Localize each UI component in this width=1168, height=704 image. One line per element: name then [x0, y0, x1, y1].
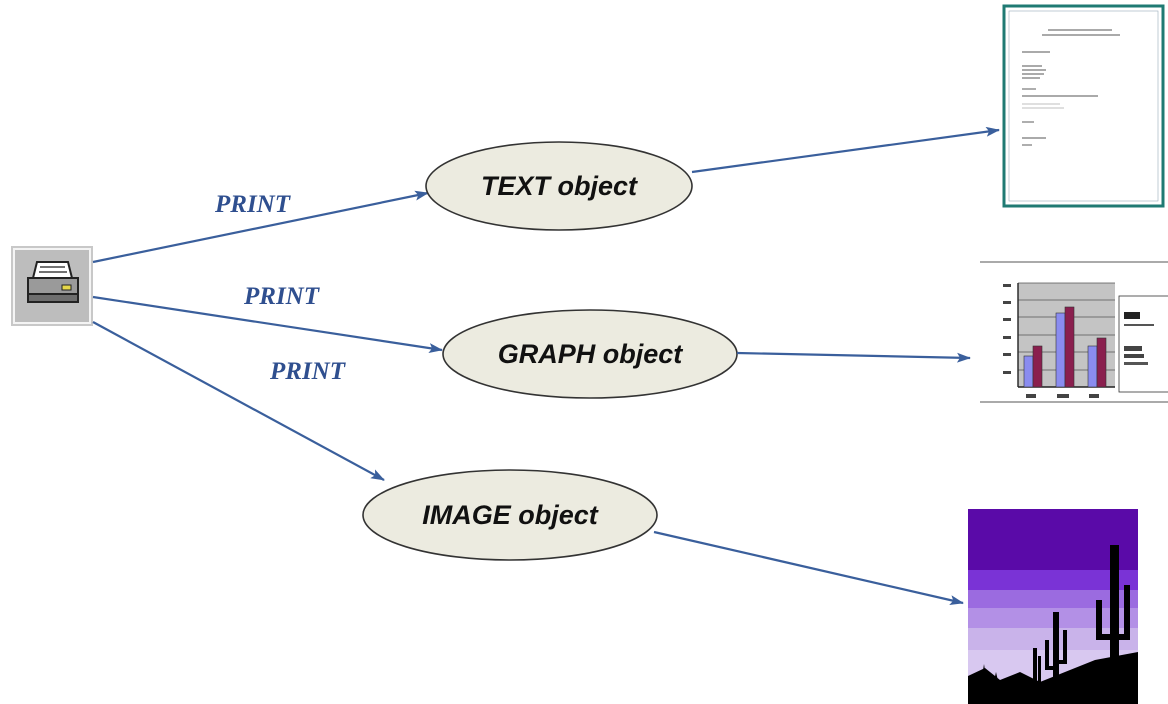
- printer-icon: [27, 261, 79, 303]
- text-object-ellipse: [425, 141, 693, 231]
- cactus-silhouette: [968, 545, 1138, 704]
- arrow-print-to-graph: [92, 295, 443, 353]
- chart-thumbnail: [980, 261, 1168, 403]
- image-object-label: IMAGE object: [422, 500, 599, 530]
- document-text-lines: [1022, 29, 1120, 146]
- image-object-ellipse: [362, 469, 658, 561]
- arrow-image-to-picture: [653, 530, 964, 605]
- printer-button[interactable]: [11, 246, 93, 326]
- cactus-sunset-thumbnail: [968, 509, 1138, 704]
- arrow-graph-to-chart: [736, 351, 971, 363]
- arrow-print-to-image: [92, 321, 385, 481]
- print-label-2: PRINT: [243, 283, 321, 310]
- chart-bars: [1023, 306, 1107, 388]
- text-object-node[interactable]: TEXT object: [425, 141, 693, 231]
- arrow-print-to-text: [92, 190, 429, 264]
- text-object-label: TEXT object: [481, 171, 638, 201]
- image-object-node[interactable]: IMAGE object: [362, 469, 658, 561]
- chart-legend-box: [1118, 295, 1168, 393]
- arrow-text-to-document: [691, 126, 1000, 174]
- graph-object-node[interactable]: GRAPH object: [442, 309, 738, 399]
- document-thumbnail: [1002, 4, 1165, 208]
- print-label-1: PRINT: [214, 191, 292, 218]
- graph-object-label: GRAPH object: [498, 339, 684, 369]
- print-label-3: PRINT: [269, 358, 347, 385]
